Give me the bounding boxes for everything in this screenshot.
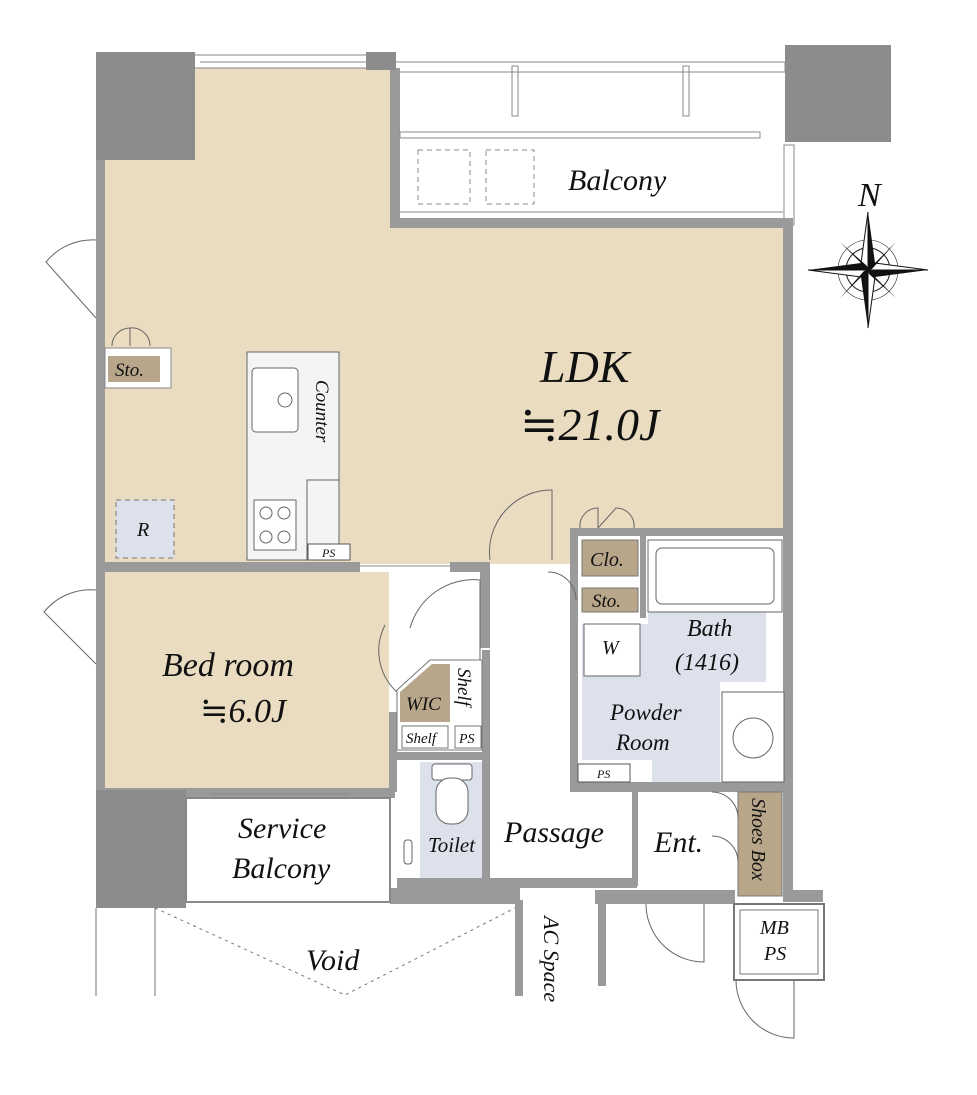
bedroom-floor xyxy=(105,572,389,790)
toilet-fixture xyxy=(403,763,473,865)
service-balcony-label-1: Service xyxy=(238,812,326,845)
storage-bath-label: Sto. xyxy=(592,591,621,612)
void-label: Void xyxy=(306,944,360,977)
shoes-box xyxy=(737,791,783,897)
ps-powder-label: PS xyxy=(596,767,610,781)
bath-label-1: Bath xyxy=(687,616,732,642)
entrance-label: Ent. xyxy=(653,826,703,859)
ps-kitchen-label: PS xyxy=(321,546,335,560)
fridge-label: R xyxy=(136,519,149,541)
mb-ps-box xyxy=(733,903,825,981)
washer-box xyxy=(583,623,641,677)
storage-bath-box xyxy=(581,587,639,613)
compass-rose xyxy=(807,211,929,329)
mb-ps-inner xyxy=(739,909,819,975)
storage-ldk-label: Sto. xyxy=(115,360,144,381)
balcony-details xyxy=(399,65,783,213)
ps-kitchen-box xyxy=(307,543,351,561)
counter-label: Counter xyxy=(311,380,332,443)
bedroom-size-label: ≒6.0J xyxy=(200,693,288,730)
ps-powder-box xyxy=(577,763,631,783)
washbasin xyxy=(721,691,785,783)
ps-mb-label: PS xyxy=(763,943,786,965)
washer-label: W xyxy=(602,637,621,659)
mb-label: MB xyxy=(759,917,789,939)
door-swings xyxy=(43,239,795,1039)
ldk-floor xyxy=(105,68,783,564)
closet-box xyxy=(581,539,639,577)
shelf-horizontal-label: Shelf xyxy=(406,731,438,747)
kitchen-counter xyxy=(246,351,340,561)
toilet-label: Toilet xyxy=(428,833,476,857)
fridge-floor xyxy=(115,499,175,559)
ldk-size-label: ≒21.0J xyxy=(520,399,662,450)
bedroom-label: Bed room xyxy=(162,647,294,684)
closet-label: Clo. xyxy=(590,549,624,571)
shoes-box-label: Shoes Box xyxy=(747,798,769,881)
balcony-label: Balcony xyxy=(568,164,667,197)
service-balcony-label-2: Balcony xyxy=(232,852,331,885)
powder-room-label-1: Powder xyxy=(609,700,683,725)
bath-floor xyxy=(648,612,766,682)
shelf-vertical-label: Shelf xyxy=(453,668,474,709)
storage-ldk-fill xyxy=(108,356,160,382)
walls xyxy=(96,54,823,996)
bath-label-2: (1416) xyxy=(675,650,739,676)
wic-label: WIC xyxy=(406,694,441,715)
service-balcony-box xyxy=(185,797,391,903)
passage-label: Passage xyxy=(503,816,604,849)
compass-north-label: N xyxy=(857,177,883,214)
ac-space-label: AC Space xyxy=(539,914,564,1002)
powder-room-label-2: Room xyxy=(615,730,670,755)
wic-area xyxy=(396,659,483,751)
windows xyxy=(200,61,450,795)
void-lines xyxy=(95,907,516,996)
pillars xyxy=(96,45,891,908)
bathtub xyxy=(647,539,783,613)
ps-wic-label: PS xyxy=(458,732,475,747)
ldk-label: LDK xyxy=(539,341,632,392)
